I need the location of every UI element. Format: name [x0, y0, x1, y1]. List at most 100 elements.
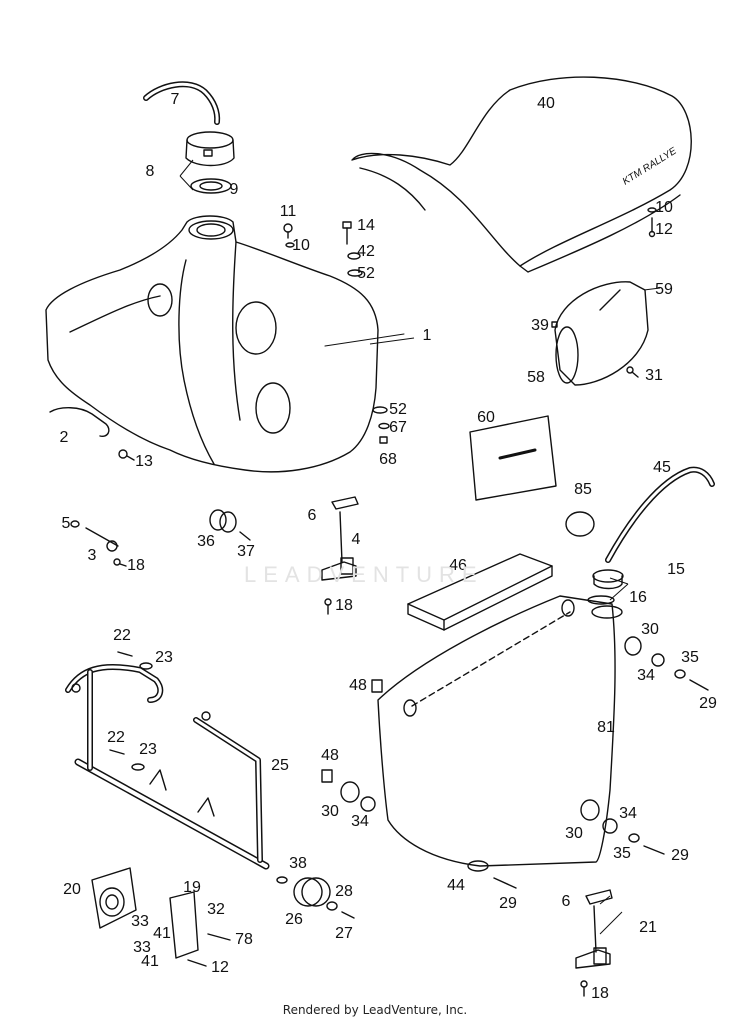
toolbag-58	[554, 281, 649, 386]
washer-23b	[131, 763, 145, 771]
part-label-6: 6	[308, 507, 317, 524]
part-label-22: 22	[113, 627, 131, 644]
part-label-8: 8	[146, 163, 155, 180]
part-label-14: 14	[357, 217, 375, 234]
decal-60	[469, 415, 557, 501]
washer-44	[467, 860, 489, 872]
bolt-22a	[117, 651, 133, 657]
bracket-19	[169, 891, 199, 959]
nut-48b	[321, 769, 333, 783]
part-label-45: 45	[653, 459, 671, 476]
part-label-34: 34	[619, 805, 637, 822]
part-label-48: 48	[349, 677, 367, 694]
washer-35a	[674, 669, 686, 679]
part-label-32: 32	[207, 901, 225, 918]
footer-credit: Rendered by LeadVenture, Inc.	[282, 1003, 468, 1017]
washer-35b	[628, 833, 640, 843]
washer-67	[378, 422, 390, 430]
washer-10a	[285, 242, 295, 248]
part-label-7: 7	[171, 91, 180, 108]
nut-48a	[371, 679, 383, 693]
bolt-22b	[109, 749, 125, 755]
part-label-35: 35	[681, 649, 699, 666]
part-label-29: 29	[671, 847, 689, 864]
screw-11	[283, 223, 293, 239]
part-label-23: 23	[139, 741, 157, 758]
part-label-33: 33	[131, 913, 149, 930]
part-label-16: 16	[629, 589, 647, 606]
screw-18a	[324, 598, 332, 615]
damper-26	[293, 877, 331, 907]
part-label-12: 12	[655, 221, 673, 238]
part-label-34: 34	[351, 813, 369, 830]
screw-18b	[113, 558, 127, 567]
spacer-38	[276, 876, 288, 884]
part-label-25: 25	[271, 757, 289, 774]
part-label-36: 36	[197, 533, 215, 550]
part-label-31: 31	[645, 367, 663, 384]
part-label-30: 30	[641, 621, 659, 638]
screw-12b	[187, 959, 207, 967]
part-label-15: 15	[667, 561, 685, 578]
part-label-3: 3	[88, 547, 97, 564]
clamp-85	[565, 511, 595, 537]
part-label-18: 18	[127, 557, 145, 574]
part-label-6: 6	[562, 893, 571, 910]
part-label-37: 37	[237, 543, 255, 560]
part-label-13: 13	[135, 453, 153, 470]
part-label-33: 33	[133, 939, 151, 956]
fuel-tap-21	[575, 905, 611, 969]
part-label-48: 48	[321, 747, 339, 764]
fuel-tap-4	[321, 511, 357, 581]
svg-text:KTM RALLYE: KTM RALLYE	[621, 146, 679, 188]
washer-52b	[372, 406, 388, 414]
part-label-1: 1	[423, 327, 432, 344]
washer-52a	[347, 269, 363, 277]
stud-3	[85, 527, 119, 552]
part-label-58: 58	[527, 369, 545, 386]
hose-clip-6b	[585, 889, 613, 905]
pad-46	[407, 553, 553, 631]
bolt-14	[342, 221, 352, 245]
screw-37	[239, 531, 251, 541]
part-label-12: 12	[211, 959, 229, 976]
screw-18c	[580, 980, 588, 997]
hose-45	[605, 466, 715, 563]
part-label-46: 46	[449, 557, 467, 574]
sleeve-34c	[602, 818, 618, 834]
bracket-2	[49, 407, 110, 438]
part-label-44: 44	[447, 877, 465, 894]
washer-42	[347, 252, 361, 260]
part-label-21: 21	[639, 919, 657, 936]
part-label-38: 38	[289, 855, 307, 872]
rear-tank-81	[377, 595, 623, 867]
part-label-23: 23	[155, 649, 173, 666]
part-label-10: 10	[655, 199, 673, 216]
part-label-29: 29	[499, 895, 517, 912]
hose-clip-6a	[331, 496, 359, 510]
bolt-29b	[643, 845, 665, 855]
part-label-67: 67	[389, 419, 407, 436]
part-label-42: 42	[357, 243, 375, 260]
bolt-27	[341, 911, 355, 919]
part-label-28: 28	[335, 883, 353, 900]
grommet-30c	[580, 799, 600, 821]
part-label-26: 26	[285, 911, 303, 928]
part-label-20: 20	[63, 881, 81, 898]
fuel-cap-8	[185, 131, 235, 167]
part-label-85: 85	[574, 481, 592, 498]
part-label-27: 27	[335, 925, 353, 942]
grommet-30b	[340, 781, 360, 803]
part-label-52: 52	[357, 265, 375, 282]
part-label-81: 81	[597, 719, 615, 736]
cap-15	[592, 569, 624, 590]
part-label-41: 41	[141, 953, 159, 970]
frame-25	[65, 664, 270, 870]
part-label-35: 35	[613, 845, 631, 862]
part-label-18: 18	[335, 597, 353, 614]
grommet-30a	[624, 636, 642, 656]
part-label-40: 40	[537, 95, 555, 112]
o-ring-5	[70, 520, 80, 528]
washer-28	[326, 901, 338, 911]
bolt-12a	[648, 217, 656, 238]
